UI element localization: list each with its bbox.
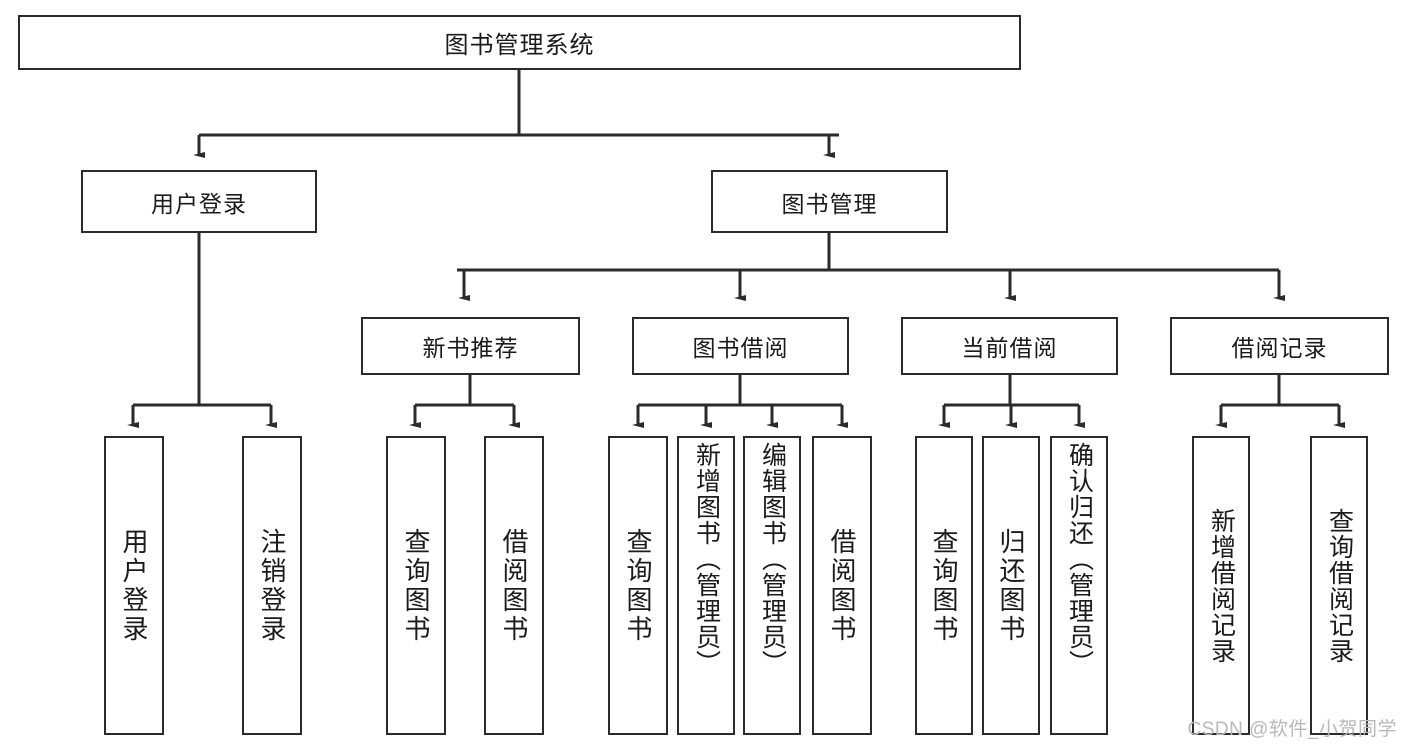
node-root-system[interactable]: 图书管理系统 [18,15,1021,70]
node-label: 借阅图书 [499,527,530,644]
node-leaf-borrow-book[interactable]: 借阅图书 [812,436,872,735]
node-label: 图书管理系统 [444,32,595,59]
node-leaf-add-book-admin[interactable]: 新增图书（管理员） [677,436,735,735]
leaf-text-wrap: 注销登录 [244,438,300,733]
node-leaf-confirm-return-admin[interactable]: 确认归还（管理员） [1050,436,1108,735]
node-label: 用户登录 [151,190,247,217]
node-label: 注销登录 [257,527,288,644]
leaf-text-wrap: 借阅图书 [814,438,870,733]
leaf-text-wrap: 查询借阅记录 [1312,438,1366,733]
node-label: 新书推荐 [422,335,519,361]
node-label: 当前借阅 [961,335,1058,361]
node-leaf-query-book-new[interactable]: 查询图书 [386,436,446,735]
leaf-text-wrap: 用户登录 [106,438,162,733]
node-label: 借阅记录 [1231,335,1328,361]
node-new-book-recommend[interactable]: 新书推荐 [361,317,580,375]
csdn-watermark: CSDN @软件_小贺同学 [1187,719,1397,740]
node-label: 查询图书 [401,527,432,644]
leaf-text-wrap: 确认归还（管理员） [1052,438,1106,737]
node-label: 确认归还（管理员） [1065,442,1094,676]
node-leaf-edit-book-admin[interactable]: 编辑图书（管理员） [743,436,801,735]
node-leaf-logout[interactable]: 注销登录 [242,436,302,735]
node-borrow-record[interactable]: 借阅记录 [1170,317,1389,375]
node-leaf-return-book[interactable]: 归还图书 [982,436,1040,735]
leaf-text-wrap: 借阅图书 [486,438,542,733]
node-label: 归还图书 [996,527,1027,644]
node-label: 图书管理 [781,190,878,217]
node-leaf-query-book-current[interactable]: 查询图书 [915,436,973,735]
node-current-borrow[interactable]: 当前借阅 [901,317,1118,375]
node-label: 查询图书 [929,527,960,644]
node-book-borrow[interactable]: 图书借阅 [632,317,849,375]
node-book-management[interactable]: 图书管理 [711,170,948,233]
node-label: 新增借阅记录 [1207,507,1236,664]
leaf-text-wrap: 新增图书（管理员） [679,438,733,737]
node-label: 图书借阅 [692,335,789,361]
leaf-text-wrap: 查询图书 [917,438,971,733]
node-leaf-borrow-book-new[interactable]: 借阅图书 [484,436,544,735]
node-label: 借阅图书 [827,527,858,644]
node-label: 查询借阅记录 [1325,507,1354,664]
leaf-text-wrap: 新增借阅记录 [1194,438,1248,733]
node-label: 编辑图书（管理员） [758,442,787,676]
node-leaf-query-borrow-record[interactable]: 查询借阅记录 [1310,436,1368,735]
node-label: 查询图书 [623,527,654,644]
leaf-text-wrap: 归还图书 [984,438,1038,733]
node-leaf-add-borrow-record[interactable]: 新增借阅记录 [1192,436,1250,735]
node-label: 用户登录 [119,527,150,644]
node-leaf-user-login[interactable]: 用户登录 [104,436,164,735]
node-label: 新增图书（管理员） [692,442,721,676]
leaf-text-wrap: 查询图书 [610,438,666,733]
node-user-login[interactable]: 用户登录 [81,170,317,233]
leaf-text-wrap: 查询图书 [388,438,444,733]
leaf-text-wrap: 编辑图书（管理员） [745,438,799,737]
node-leaf-query-book-borrow[interactable]: 查询图书 [608,436,668,735]
